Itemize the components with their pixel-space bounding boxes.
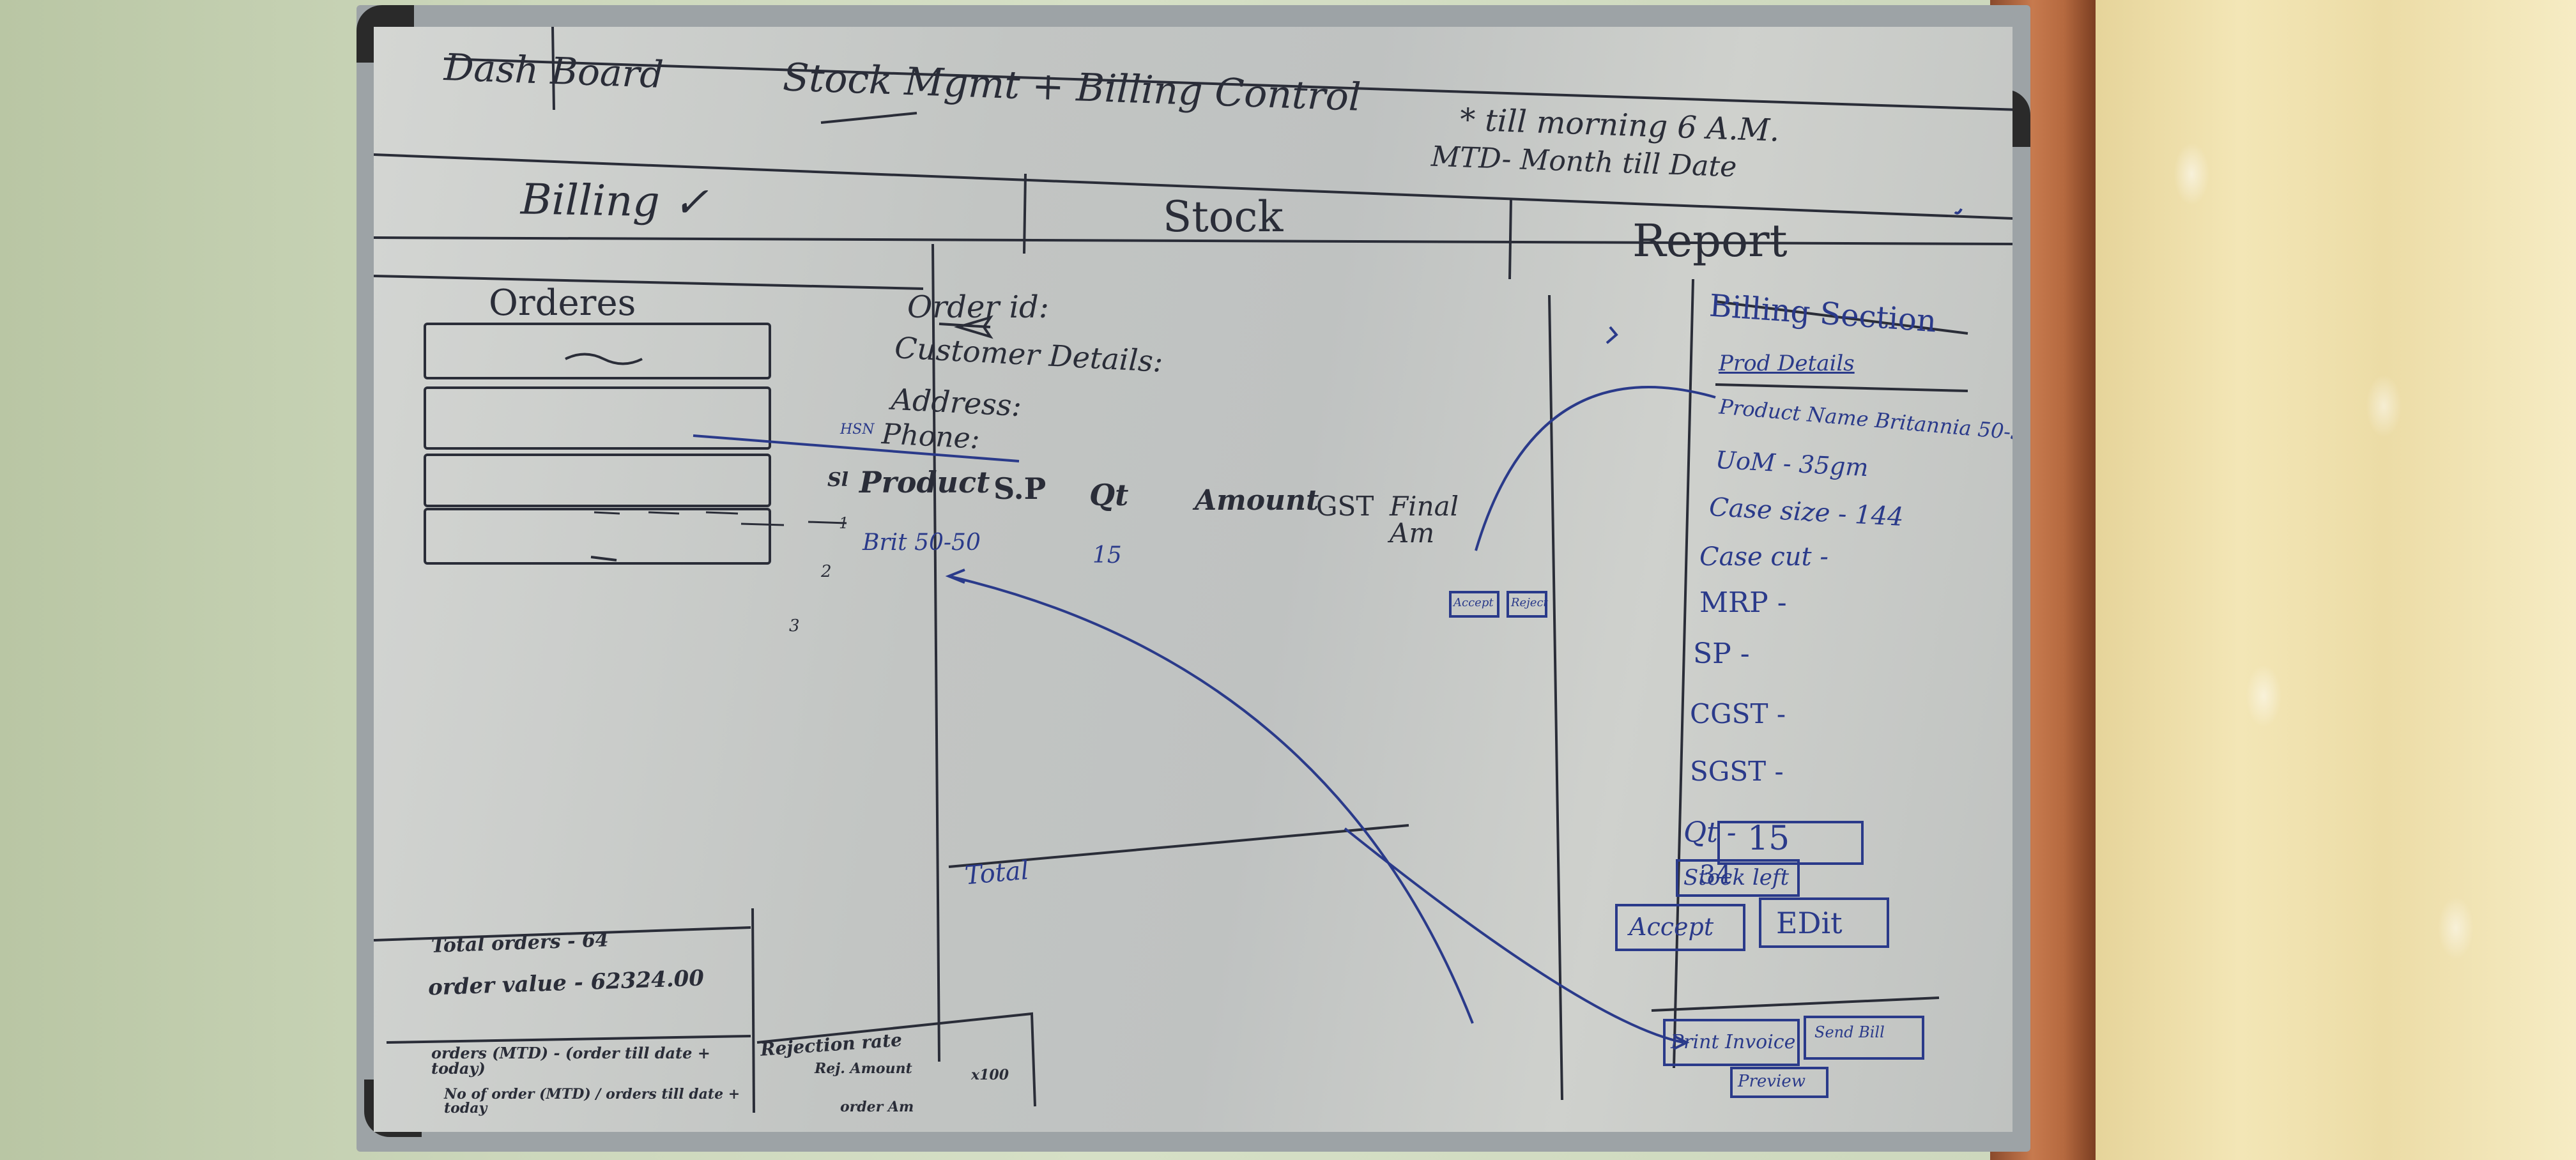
- whiteboard: Dash Board Stock Mgmt + Billing Control …: [374, 27, 2012, 1132]
- stock-left-value: 34: [1699, 860, 1732, 890]
- sgst-field: SGST -: [1690, 756, 1784, 787]
- uom-field: UoM - 35gm: [1715, 445, 1869, 482]
- row-3-sl: 3: [789, 616, 800, 636]
- tab-billing[interactable]: Billing ✓: [520, 174, 709, 227]
- hsn-label: HSN: [840, 422, 875, 438]
- address-label: Address:: [890, 381, 1023, 424]
- sp-field: SP -: [1693, 637, 1750, 670]
- row-2-sl: 2: [821, 562, 832, 581]
- column-sl: Sl: [827, 469, 849, 491]
- total-label: Total: [963, 855, 1031, 891]
- orders-mtd-stat: orders (MTD) - (order till date + today): [431, 1044, 710, 1078]
- row-reject-button[interactable]: Reject: [1511, 596, 1548, 609]
- orders-heading: Orderes: [489, 282, 636, 324]
- tab-stock[interactable]: Stock: [1163, 192, 1284, 241]
- phone-label: Phone:: [880, 418, 981, 455]
- stock-left-label: Stock left: [1683, 865, 1790, 890]
- rejection-denominator: order Am: [840, 1099, 914, 1115]
- preview-button[interactable]: Preview: [1738, 1072, 1805, 1091]
- column-sp: S.P: [993, 471, 1046, 506]
- send-bill-button[interactable]: Send Bill: [1814, 1023, 1885, 1041]
- tab-report[interactable]: Report: [1632, 215, 1788, 267]
- marker-lines: [374, 27, 2012, 1113]
- column-qt: Qt: [1089, 478, 1129, 512]
- row-1-qt: 15: [1092, 542, 1122, 569]
- column-gst: GST: [1316, 491, 1374, 522]
- edit-button[interactable]: EDit: [1776, 906, 1843, 940]
- cgst-field: CGST -: [1690, 698, 1786, 729]
- row-1-sl: 1: [839, 514, 849, 532]
- no-of-orders-mtd-stat: No of order (MTD) / orders till date + t…: [444, 1086, 740, 1117]
- orders-list-first-item[interactable]: ~~~: [565, 340, 613, 359]
- rejection-multiplier: x100: [971, 1067, 1009, 1083]
- dashboard-label: Dash Board: [443, 45, 664, 96]
- curtain: [2096, 0, 2576, 1160]
- case-cut-field: Case cut -: [1699, 542, 1828, 572]
- column-amount: Amount: [1195, 484, 1319, 517]
- accept-button[interactable]: Accept: [1629, 913, 1714, 941]
- qt-label: Qt -: [1683, 816, 1736, 849]
- print-invoice-button[interactable]: Print Invoice: [1671, 1031, 1796, 1053]
- qt-input[interactable]: 15: [1747, 820, 1790, 858]
- row-1-product: Brit 50-50: [862, 530, 981, 556]
- rejection-numerator: Rej. Amount: [815, 1060, 912, 1077]
- order-id-label: Order id:: [907, 289, 1049, 325]
- mrp-field: MRP -: [1699, 586, 1787, 619]
- column-product: Product: [859, 465, 990, 500]
- prod-details-label: Prod Details: [1719, 351, 1855, 376]
- row-accept-button[interactable]: Accept: [1453, 596, 1494, 609]
- column-final-amount: Final Am: [1390, 491, 1459, 549]
